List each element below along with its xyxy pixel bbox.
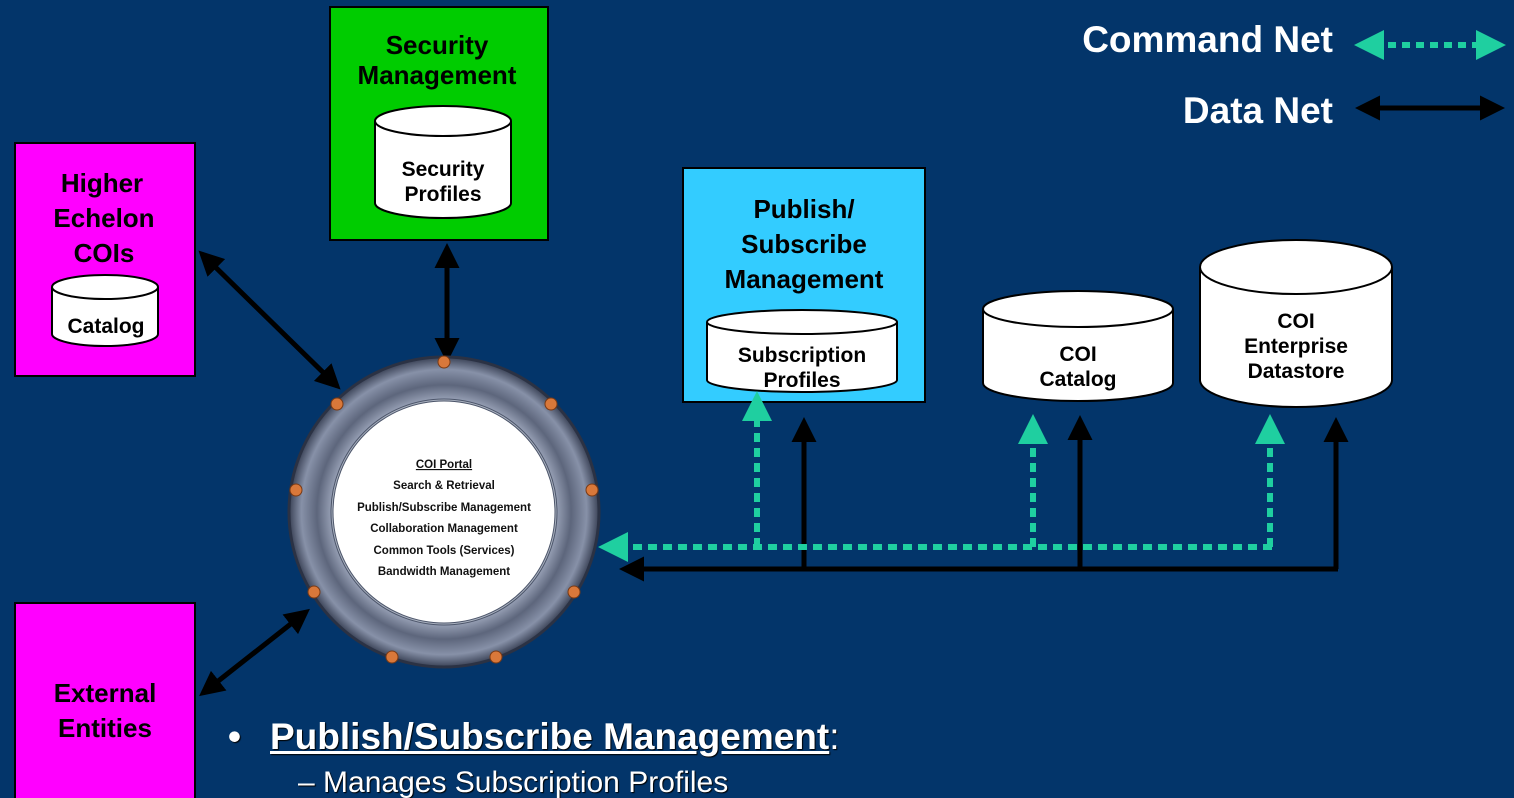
higher-echelon-title-2: Echelon [53, 203, 154, 233]
publish-subscribe-title-2: Subscribe [741, 229, 867, 259]
external-entities-node[interactable]: External Entities [14, 602, 196, 798]
portal-line-bandwidth: Bandwidth Management [378, 566, 510, 578]
bullet-publish-subscribe: • Publish/Subscribe Management: [228, 716, 840, 758]
publish-subscribe-management-node[interactable]: Publish/ Subscribe Management Subscripti… [682, 167, 926, 403]
coi-catalog-label-2: Catalog [1039, 368, 1116, 391]
coi-enterprise-datastore-database[interactable]: COI Enterprise Datastore [1199, 239, 1393, 408]
higher-echelon-title-3: COIs [74, 238, 135, 268]
subscription-profiles-label-1: Subscription [738, 344, 866, 367]
coi-datastore-label-1: COI [1277, 310, 1314, 333]
subscription-profiles-database-icon [706, 309, 898, 393]
sub-bullet-marker: – [298, 766, 315, 798]
external-entities-title-2: Entities [58, 713, 152, 743]
legend-data-net-label: Data Net [1183, 90, 1333, 131]
portal-line-coi-portal: COI Portal [416, 459, 472, 471]
higher-echelon-title-1: Higher [61, 168, 143, 198]
subscription-profiles-label-2: Profiles [763, 369, 840, 392]
security-management-title-1: Security [386, 30, 489, 60]
portal-line-collaboration: Collaboration Management [370, 523, 518, 535]
command-net-bus [598, 391, 1285, 562]
security-management-title-2: Management [358, 60, 517, 90]
bullet-marker: • [228, 716, 241, 757]
higher-echelon-cois-node[interactable]: Higher Echelon COIs Catalog [14, 142, 196, 377]
publish-subscribe-title-3: Management [725, 264, 884, 294]
publish-subscribe-title-1: Publish/ [753, 194, 854, 224]
security-profiles-database-icon [374, 105, 512, 219]
security-profiles-label-1: Security [402, 158, 485, 181]
portal-chevron-lights [289, 355, 599, 664]
coi-datastore-label-3: Datastore [1248, 360, 1345, 383]
security-profiles-label-2: Profiles [404, 183, 481, 206]
portal-line-publish-subscribe: Publish/Subscribe Management [357, 502, 531, 514]
bullet-heading: Publish/Subscribe Management [270, 716, 830, 757]
security-management-node[interactable]: Security Management Security Profiles [329, 6, 549, 241]
sub-bullet-text: Manages Subscription Profiles [323, 766, 729, 798]
higher-echelon-data-link [198, 250, 341, 390]
bullet-colon: : [829, 716, 840, 757]
higher-echelon-catalog-label: Catalog [67, 315, 144, 338]
coi-catalog-database[interactable]: COI Catalog [982, 290, 1174, 402]
legend-command-net-label: Command Net [1082, 19, 1333, 60]
portal-line-common-tools: Common Tools (Services) [373, 545, 514, 557]
portal-line-search-retrieval: Search & Retrieval [393, 480, 495, 492]
catalog-database-icon [51, 274, 159, 347]
external-entities-title-1: External [54, 678, 157, 708]
sub-bullet-item: – Manages Subscription Profiles [298, 766, 728, 798]
coi-datastore-label-2: Enterprise [1244, 335, 1348, 358]
coi-portal-ring[interactable]: COI Portal Search & Retrieval Publish/Su… [287, 355, 601, 669]
coi-catalog-label-1: COI [1059, 343, 1096, 366]
external-entities-data-link [199, 608, 310, 697]
